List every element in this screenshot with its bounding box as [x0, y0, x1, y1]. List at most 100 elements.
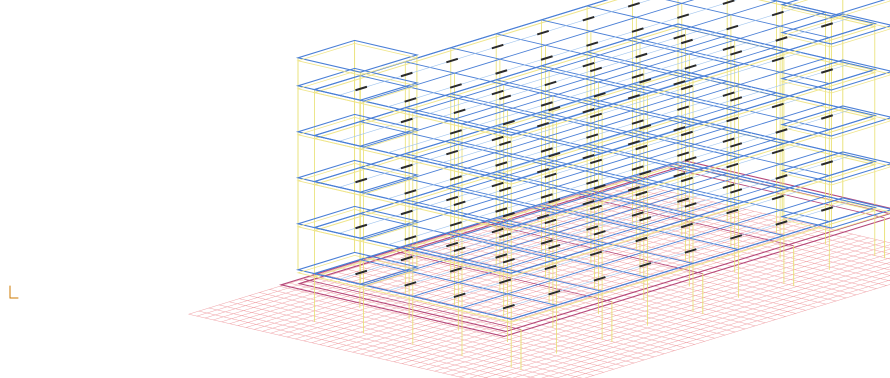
ground-grid-line	[188, 180, 624, 315]
longitudinal-beam	[510, 115, 876, 228]
member-label	[540, 147, 553, 153]
member-label	[722, 91, 735, 97]
member-label	[449, 221, 462, 227]
longitudinal-beam	[313, 161, 679, 275]
member-label	[355, 85, 368, 92]
longitudinal-beam	[363, 80, 728, 194]
longitudinal-beam	[412, 92, 777, 205]
member-label	[775, 174, 788, 180]
member-label	[499, 232, 512, 239]
ground-grid-line	[555, 275, 890, 378]
right-wing-frame	[780, 197, 890, 229]
member-label	[404, 97, 417, 103]
ground-grid-line	[569, 279, 890, 378]
left-wing-slab-edge	[296, 208, 419, 242]
ground-grid-line	[213, 186, 648, 321]
member-label	[544, 80, 557, 87]
longitudinal-beam	[363, 126, 728, 240]
longitudinal-beam	[313, 23, 679, 137]
member-label	[491, 227, 504, 234]
member-label	[491, 43, 504, 50]
secondary-beam	[486, 63, 851, 176]
member-label	[355, 177, 368, 184]
right-wing-frame	[780, 151, 890, 183]
left-wing-frame	[295, 67, 420, 101]
ground-grid-line	[512, 262, 890, 378]
member-label	[635, 236, 648, 243]
member-label	[589, 112, 603, 119]
secondary-beam	[486, 109, 851, 222]
member-label	[586, 225, 599, 231]
ground-grid-line	[245, 193, 681, 328]
member-label	[400, 209, 413, 216]
member-label	[404, 235, 417, 241]
secondary-beam	[338, 0, 651, 96]
ground-grid-line	[393, 228, 829, 362]
secondary-beam	[338, 29, 703, 142]
ground-grid-line	[311, 209, 747, 343]
ground-grid-line	[498, 257, 890, 378]
ground-grid	[188, 180, 890, 378]
member-label	[536, 121, 550, 128]
member-label	[502, 303, 515, 310]
member-label	[730, 234, 743, 240]
member-label	[680, 176, 693, 183]
member-label	[635, 144, 648, 151]
member-label	[453, 200, 466, 207]
member-label	[499, 94, 512, 101]
member-label	[400, 117, 413, 124]
ground-grid-line	[344, 216, 780, 351]
ground-grid-line	[442, 239, 878, 374]
longitudinal-beam	[363, 172, 728, 286]
member-label	[677, 197, 690, 203]
member-label	[548, 289, 561, 296]
ground-grid-line	[336, 214, 771, 349]
member-label	[635, 190, 648, 197]
member-label	[627, 94, 640, 100]
ground-grid-line	[377, 224, 812, 359]
ground-grid-line	[526, 266, 890, 378]
left-wing-slab-edge	[296, 162, 419, 196]
member-label	[582, 199, 595, 206]
member-label	[722, 137, 735, 143]
secondary-beam	[486, 155, 851, 268]
longitudinal-beam	[510, 23, 876, 136]
member-label	[548, 105, 561, 112]
member-label	[589, 250, 603, 257]
member-label	[627, 186, 640, 192]
member-label	[544, 264, 557, 271]
right-wing-frame	[780, 59, 890, 91]
ground-grid-line	[278, 201, 714, 336]
member-label	[544, 218, 557, 225]
member-label	[771, 148, 784, 155]
longitudinal-beam	[461, 149, 827, 263]
left-wing-frame	[295, 113, 420, 147]
left-wing-frame	[295, 205, 420, 239]
ground-grid-line	[286, 203, 722, 338]
member-label	[400, 255, 413, 262]
member-label	[684, 202, 697, 208]
member-label	[540, 239, 553, 245]
member-label	[673, 34, 686, 40]
member-label	[491, 135, 504, 142]
longitudinal-beam	[313, 115, 679, 229]
right-wing-slab-edge	[780, 108, 890, 140]
longitudinal-beam	[461, 103, 827, 217]
member-label	[593, 230, 606, 236]
member-label	[684, 64, 697, 70]
secondary-beam	[387, 86, 753, 199]
member-label	[495, 253, 508, 259]
ground-grid-line	[188, 313, 466, 378]
member-label	[589, 66, 603, 73]
member-label	[495, 207, 508, 213]
member-label	[548, 197, 561, 204]
member-label	[680, 84, 693, 91]
member-label	[586, 41, 599, 47]
member-label	[631, 165, 644, 171]
member-label	[453, 108, 466, 115]
ground-grid-line	[327, 212, 763, 347]
member-label	[677, 151, 690, 157]
secondary-beam	[387, 178, 753, 292]
member-label	[771, 56, 784, 63]
